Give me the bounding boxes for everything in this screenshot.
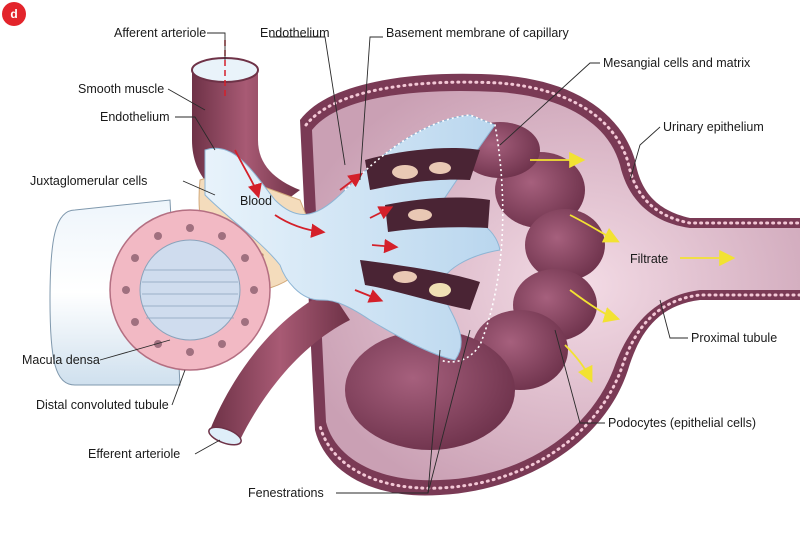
tubule-cell-nuclei [122, 224, 258, 356]
label-blood: Blood [240, 194, 272, 208]
label-endothelium-top: Endothelium [260, 26, 330, 40]
blood-flow-arrows [234, 149, 399, 303]
label-juxtaglomerular: Juxtaglomerular cells [30, 174, 147, 188]
podocytes [345, 122, 605, 450]
label-smooth-muscle: Smooth muscle [78, 82, 164, 96]
label-urinary-epithelium: Urinary epithelium [663, 120, 764, 134]
label-proximal-tubule: Proximal tubule [691, 331, 777, 345]
capillary-loops [360, 148, 490, 310]
label-distal-tubule: Distal convoluted tubule [36, 398, 169, 412]
label-filtrate: Filtrate [630, 252, 668, 266]
label-macula-densa: Macula densa [22, 353, 100, 367]
efferent-arteriole [210, 290, 350, 440]
basement-membrane [344, 114, 504, 363]
filtrate-arrows [530, 151, 736, 383]
label-mesangial: Mesangial cells and matrix [603, 56, 751, 70]
label-fenestrations: Fenestrations [248, 486, 324, 500]
urinary-epithelium-layer [304, 80, 800, 490]
panel-badge [2, 2, 26, 26]
panel-letter: d [10, 7, 17, 21]
label-efferent-arteriole: Efferent arteriole [88, 447, 180, 461]
label-leaders [99, 32, 688, 494]
label-basement-membrane: Basement membrane of capillary [386, 26, 569, 40]
label-endothelium-left: Endothelium [100, 110, 170, 124]
label-afferent-arteriole: Afferent arteriole [114, 26, 206, 40]
label-podocytes: Podocytes (epithelial cells) [608, 416, 756, 430]
